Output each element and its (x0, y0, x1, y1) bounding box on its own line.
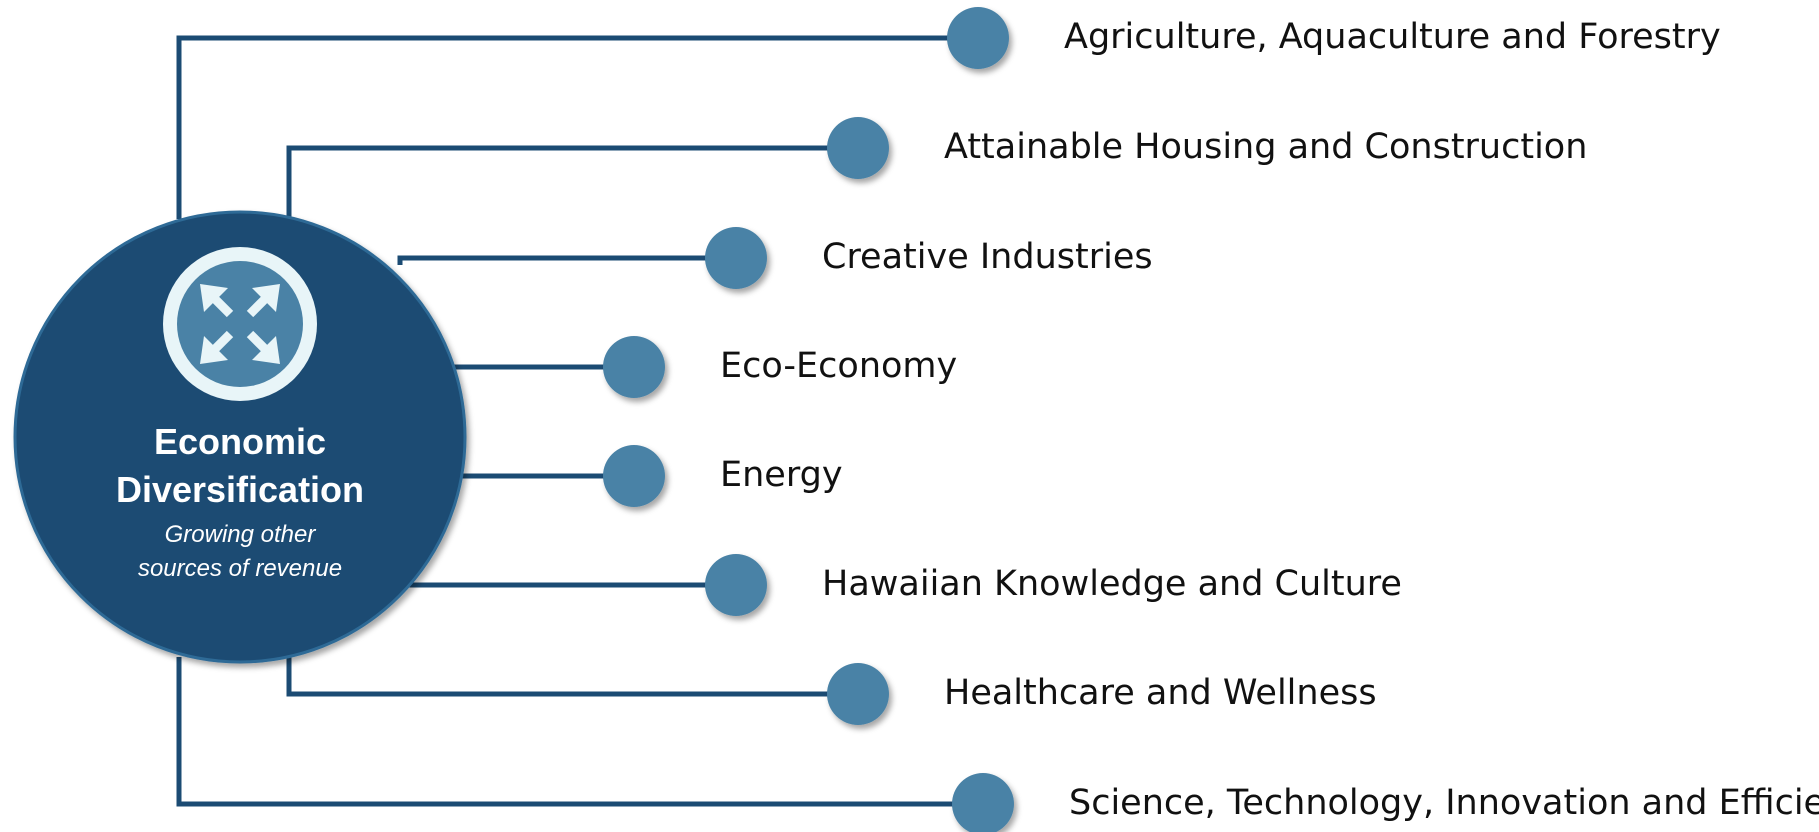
branch-label: Creative Industries (822, 237, 1153, 277)
connector-line (286, 145, 858, 219)
branch-node (705, 227, 767, 289)
connector-line (176, 657, 983, 807)
branch-nodes (603, 7, 1014, 832)
connector-lines (176, 35, 983, 807)
hub-title: Economic Diversification (115, 421, 365, 510)
branch-node (947, 7, 1009, 69)
branch-label: Agriculture, Aquaculture and Forestry (1064, 17, 1721, 57)
branch-node (952, 773, 1014, 832)
branch-node (603, 445, 665, 507)
expand-arrows-icon (163, 247, 317, 401)
connector-line (176, 35, 978, 219)
branch-node (705, 554, 767, 616)
branch-label: Healthcare and Wellness (944, 673, 1377, 713)
branch-label: Science, Technology, Innovation and Effi… (1069, 783, 1819, 823)
hub-subtitle: Growing other sources of revenue (137, 521, 343, 582)
branch-node (603, 336, 665, 398)
branch-node (827, 663, 889, 725)
branch-node (827, 117, 889, 179)
branch-label: Hawaiian Knowledge and Culture (822, 564, 1402, 604)
branch-label: Attainable Housing and Construction (944, 127, 1588, 167)
connector-line (397, 255, 736, 265)
branch-label: Eco-Economy (720, 346, 958, 386)
connector-line (286, 657, 858, 697)
branch-label: Energy (720, 455, 843, 495)
hub-circle (13, 210, 467, 664)
